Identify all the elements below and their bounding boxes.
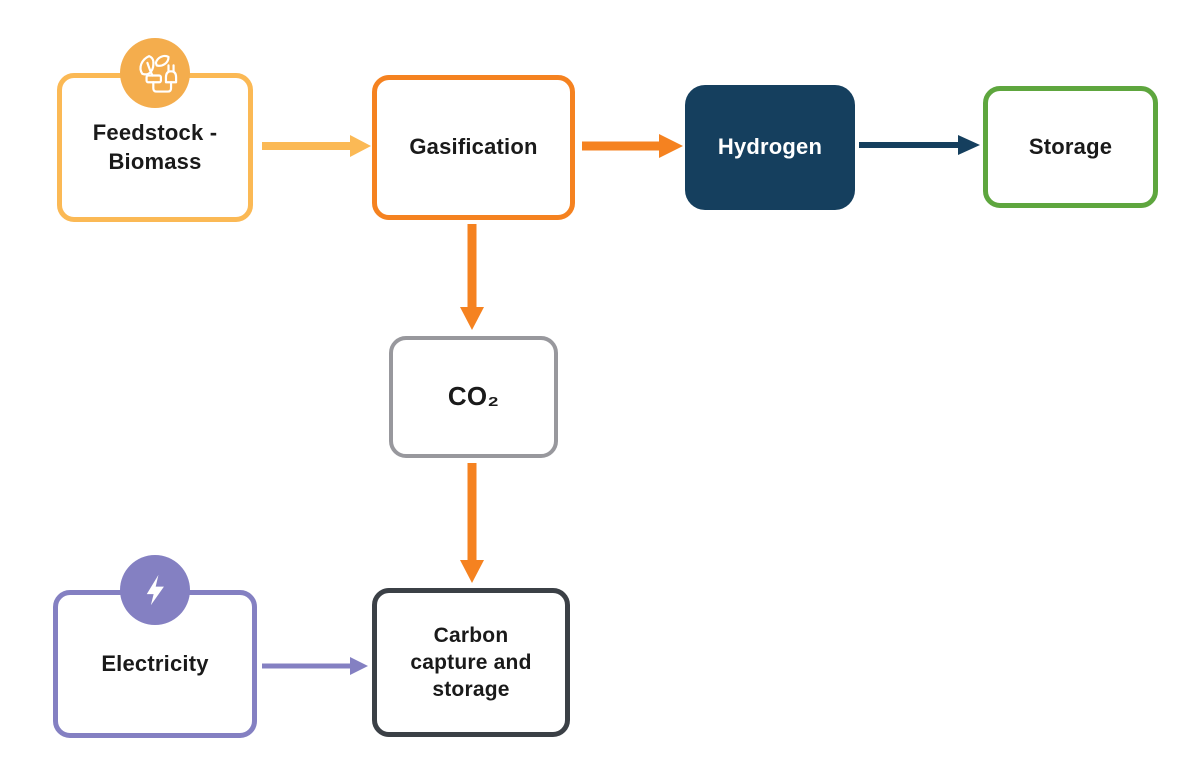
node-label-gasification: Gasification (409, 134, 538, 160)
node-label-ccs: Carbon capture and storage (410, 623, 532, 702)
arrow-electricity-to-ccs (262, 657, 368, 675)
node-gasification: Gasification (372, 75, 575, 220)
node-co2: CO₂ (389, 336, 558, 458)
node-storage: Storage (983, 86, 1158, 208)
node-electricity: Electricity (53, 555, 257, 738)
node-label-feedstock: Feedstock - Biomass (92, 119, 218, 174)
biomass-icon (120, 38, 190, 108)
node-hydrogen: Hydrogen (685, 85, 855, 210)
lightning-bolt-icon (120, 555, 190, 625)
node-label-storage: Storage (1028, 133, 1113, 159)
node-feedstock-biomass: Feedstock - Biomass (57, 38, 253, 222)
arrow-hydrogen-to-storage (859, 135, 980, 155)
node-label-hydrogen: Hydrogen (717, 134, 823, 160)
arrow-co2-to-ccs (460, 463, 484, 583)
node-label-co2: CO₂ (447, 381, 500, 412)
arrow-gasification-to-co2 (460, 224, 484, 330)
arrow-gasification-to-hydrogen (582, 134, 683, 158)
arrow-feedstock-to-gasification (262, 135, 371, 157)
node-label-electricity: Electricity (101, 650, 209, 676)
node-carbon-capture-storage: Carbon capture and storage (372, 588, 570, 737)
